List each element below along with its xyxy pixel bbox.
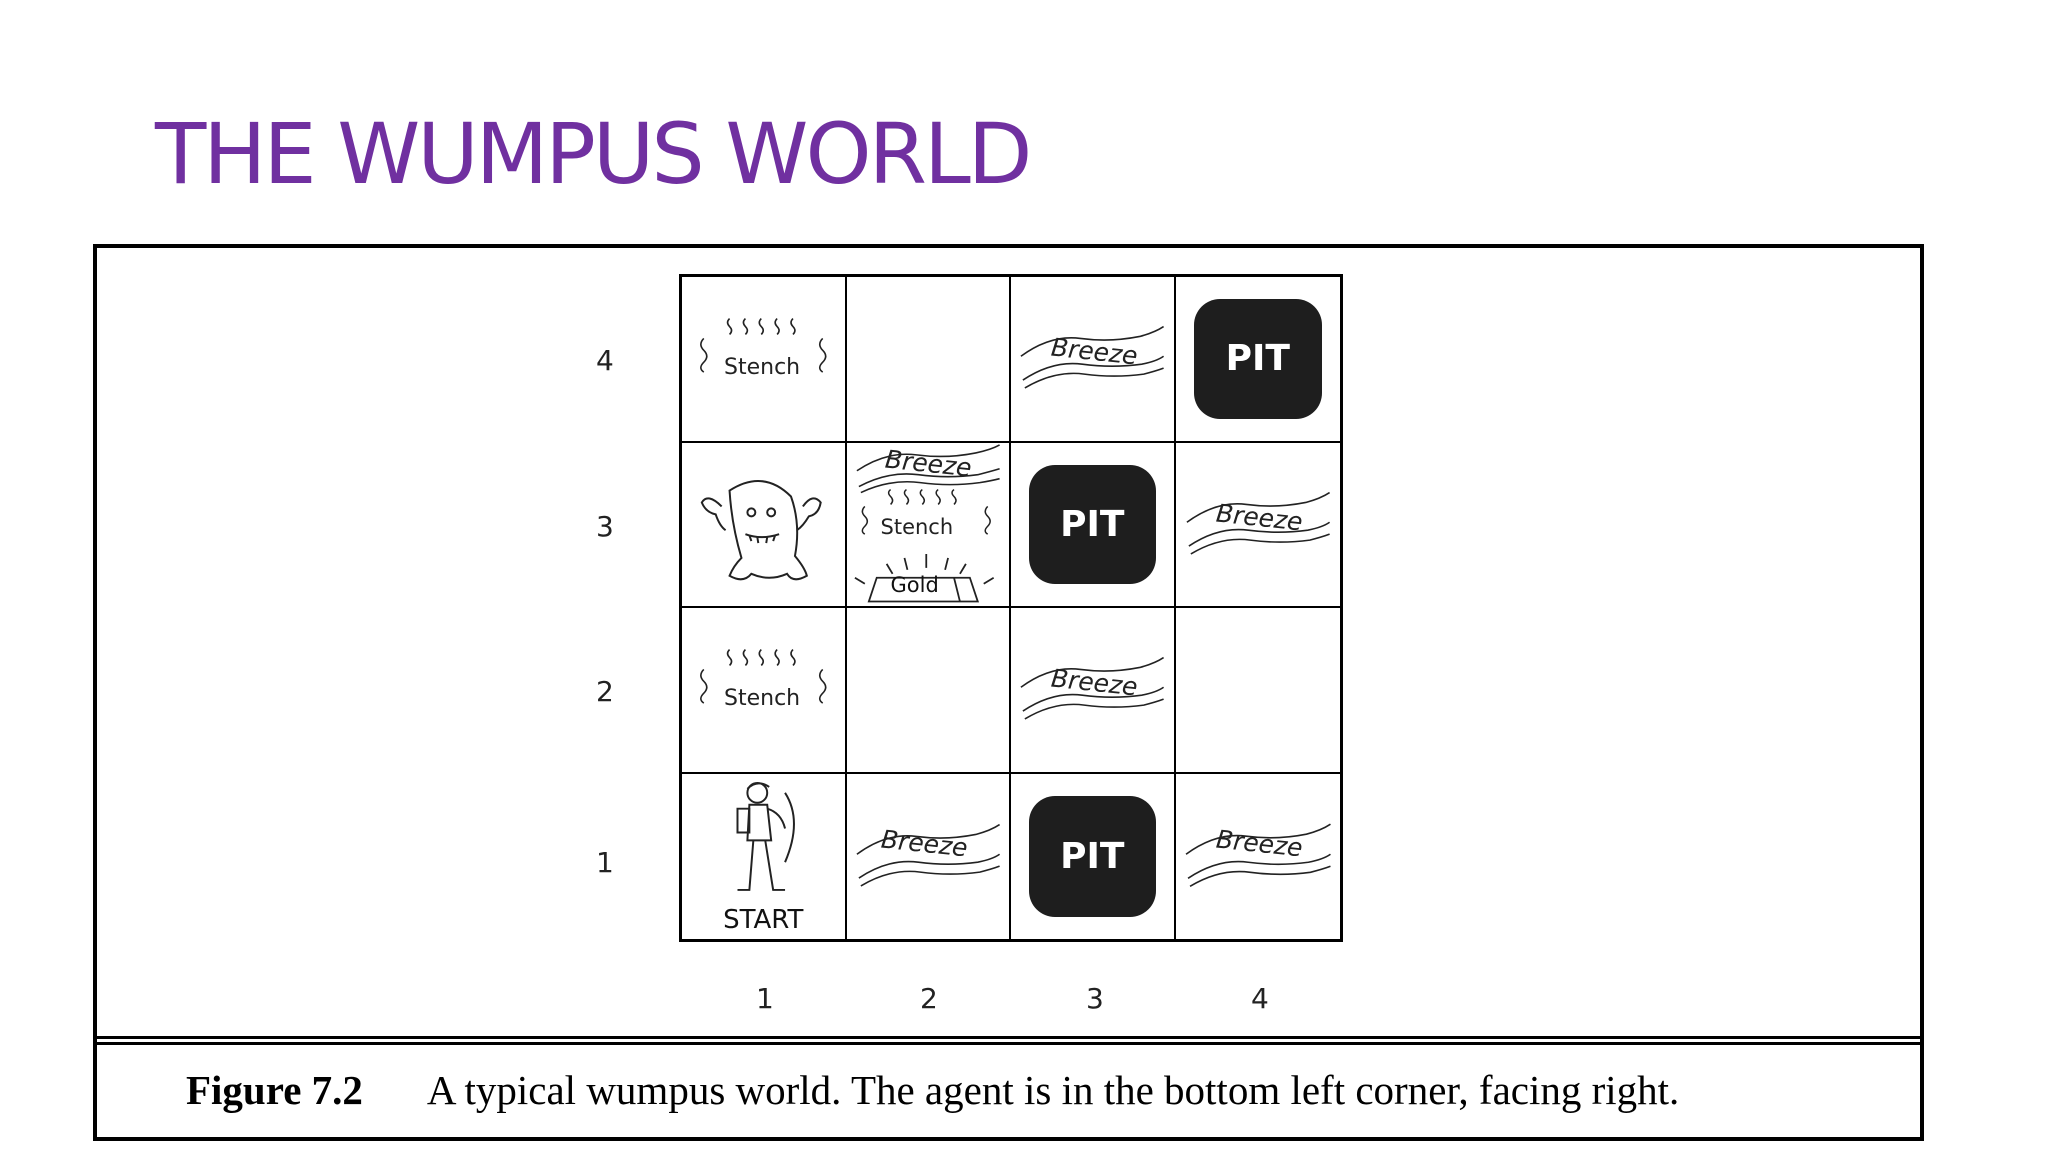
caption-text: A typical wumpus world. The agent is in … — [427, 1067, 1679, 1113]
figure-divider — [93, 1036, 1924, 1045]
cell-4-3: Breeze — [1176, 443, 1341, 609]
wumpus-icon — [682, 443, 845, 607]
col-label-3: 3 — [1086, 982, 1104, 1015]
wumpus-grid: Stench Breeze PIT — [679, 274, 1343, 942]
cell-2-3: Breeze Stench Gold — [847, 443, 1012, 609]
cell-1-4: Stench — [682, 277, 847, 443]
gold-label: Gold — [891, 573, 939, 597]
row-label-2: 2 — [596, 675, 614, 708]
col-label-1: 1 — [756, 982, 774, 1015]
cell-3-4: Breeze — [1011, 277, 1176, 443]
row-label-3: 3 — [596, 510, 614, 543]
start-label: START — [682, 905, 845, 935]
pit: PIT — [1029, 796, 1156, 918]
col-label-4: 4 — [1251, 982, 1269, 1015]
pit: PIT — [1029, 465, 1156, 585]
stench-label: Stench — [724, 355, 800, 380]
cell-1-1: START — [682, 774, 847, 940]
col-label-2: 2 — [920, 982, 938, 1015]
row-label-4: 4 — [596, 344, 614, 377]
row-label-1: 1 — [596, 846, 614, 879]
pit: PIT — [1194, 299, 1323, 419]
figure-caption: Figure 7.2 A typical wumpus world. The ag… — [186, 1066, 1679, 1114]
cell-2-1: Breeze — [847, 774, 1012, 940]
cell-3-1: PIT — [1011, 774, 1176, 940]
stench-label: Stench — [724, 686, 800, 711]
cell-2-2 — [847, 608, 1012, 774]
cell-3-3: PIT — [1011, 443, 1176, 609]
figure-number: Figure 7.2 — [186, 1067, 363, 1113]
cell-4-4: PIT — [1176, 277, 1341, 443]
cell-1-2: Stench — [682, 608, 847, 774]
cell-2-4 — [847, 277, 1012, 443]
cell-4-1: Breeze — [1176, 774, 1341, 940]
cell-1-3 — [682, 443, 847, 609]
cell-4-2 — [1176, 608, 1341, 774]
cell-3-2: Breeze — [1011, 608, 1176, 774]
slide-title: THE WUMPUS WORLD — [155, 112, 1029, 196]
